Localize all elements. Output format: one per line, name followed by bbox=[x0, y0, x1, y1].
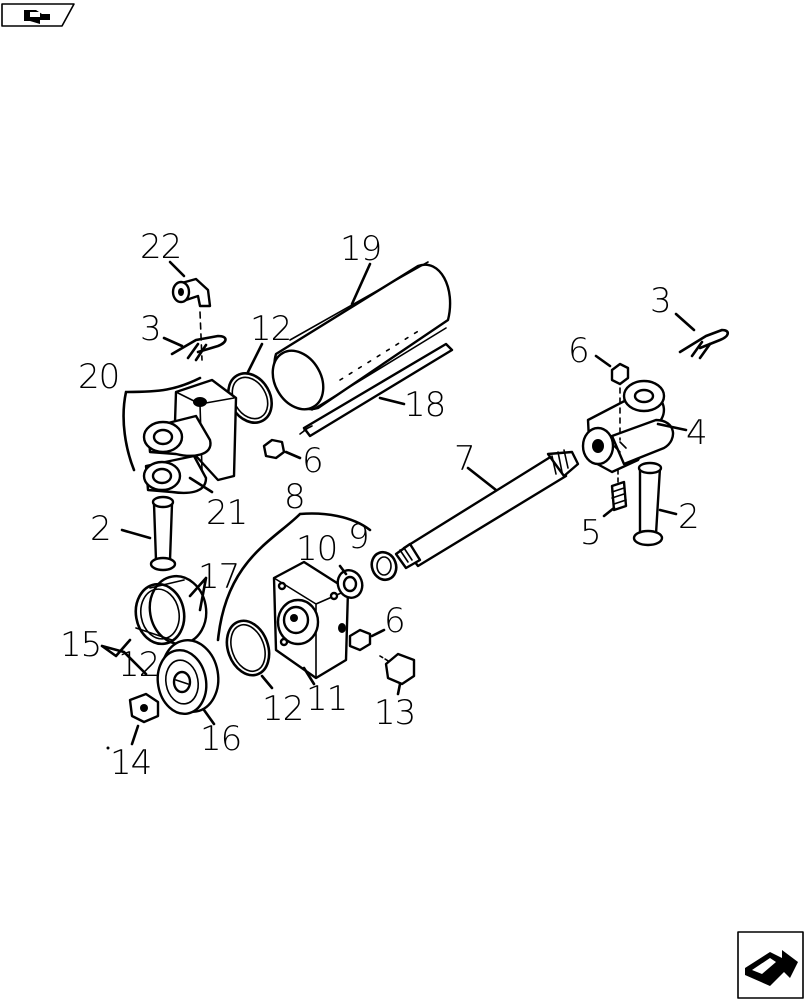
part-11-end-cap bbox=[272, 560, 350, 680]
part-2-pin-right bbox=[632, 461, 664, 547]
leader-7 bbox=[466, 466, 498, 492]
part-5-bolt bbox=[610, 480, 628, 512]
leader-18 bbox=[378, 396, 406, 406]
leader-2-left bbox=[120, 528, 152, 540]
leader-17 bbox=[188, 576, 208, 612]
callout-3-left: 3 bbox=[140, 309, 161, 349]
bracket-15 bbox=[100, 638, 148, 676]
callout-10: 10 bbox=[296, 529, 337, 569]
callout-6-mid: 6 bbox=[384, 601, 405, 641]
leader-11 bbox=[302, 666, 316, 686]
callout-17: 17 bbox=[198, 557, 239, 597]
callout-labels: 22 19 3 12 20 18 6 21 2 17 15 12 14 16 8… bbox=[60, 227, 708, 783]
part-3-hairpin-left bbox=[170, 334, 227, 362]
callout-2-left: 2 bbox=[90, 509, 111, 549]
part-3-hairpin-right bbox=[678, 328, 730, 360]
leader-2-right bbox=[658, 508, 678, 516]
leader-6-mid bbox=[370, 628, 386, 638]
callout-21: 21 bbox=[206, 493, 247, 533]
leader-4 bbox=[656, 422, 688, 432]
callout-12-top: 12 bbox=[250, 309, 291, 349]
callout-19: 19 bbox=[340, 229, 381, 269]
part-21-head-block bbox=[142, 378, 238, 495]
callout-7: 7 bbox=[454, 439, 475, 479]
leader-21 bbox=[188, 476, 214, 494]
bracket-20 bbox=[122, 376, 202, 472]
callout-18: 18 bbox=[404, 385, 445, 425]
leader-12-top bbox=[246, 342, 264, 374]
part-2-pin-left bbox=[149, 495, 177, 572]
part-18-tie-rod bbox=[299, 342, 454, 438]
leader-5 bbox=[602, 506, 616, 518]
leader-19 bbox=[350, 262, 372, 306]
previous-page-icon[interactable] bbox=[1, 3, 75, 27]
callout-5: 5 bbox=[580, 513, 601, 553]
leader-10 bbox=[338, 564, 348, 576]
callout-8: 8 bbox=[284, 477, 305, 517]
part-9-wiper bbox=[370, 550, 398, 582]
leader-3-right bbox=[674, 312, 696, 332]
part-12-oring-bottom bbox=[225, 619, 271, 677]
next-page-icon[interactable] bbox=[737, 931, 804, 999]
part-13-fitting bbox=[379, 652, 416, 686]
callout-16: 16 bbox=[200, 719, 241, 759]
part-6-nut-right bbox=[610, 362, 630, 386]
leader-6-top bbox=[284, 450, 302, 460]
bracket-8 bbox=[216, 512, 372, 642]
part-10-seal bbox=[336, 569, 364, 599]
leader-14 bbox=[130, 724, 140, 746]
leader-22 bbox=[168, 260, 186, 278]
leader-13 bbox=[396, 682, 402, 696]
callout-20: 20 bbox=[78, 357, 119, 397]
callout-3-right: 3 bbox=[650, 281, 671, 321]
callout-6-top: 6 bbox=[302, 441, 323, 481]
callout-9: 9 bbox=[348, 517, 369, 557]
callout-11: 11 bbox=[306, 679, 347, 719]
part-6-nut-top bbox=[262, 438, 286, 460]
part-7-piston-rod bbox=[394, 449, 580, 570]
callout-6-right: 6 bbox=[568, 331, 589, 371]
part-16-piston bbox=[156, 639, 220, 715]
part-19-cylinder-tube bbox=[271, 261, 452, 411]
part-14-nut bbox=[128, 692, 160, 724]
leader-16 bbox=[202, 708, 216, 726]
leader-3-left bbox=[162, 336, 184, 348]
callout-12-bottom: 12 bbox=[262, 689, 303, 729]
callout-13: 13 bbox=[374, 693, 415, 733]
callout-15: 15 bbox=[60, 625, 101, 665]
leader-6-right bbox=[594, 354, 612, 368]
part-22-elbow-fitting bbox=[171, 277, 212, 308]
callout-2-right: 2 bbox=[678, 497, 699, 537]
part-6-nut-mid bbox=[348, 628, 372, 652]
part-4-rod-clevis bbox=[581, 379, 675, 474]
callout-4: 4 bbox=[686, 413, 707, 453]
leader-12-bottom bbox=[260, 674, 274, 690]
callout-22: 22 bbox=[140, 227, 181, 267]
callout-12-left: 12 bbox=[118, 645, 159, 685]
callout-14: 14 bbox=[110, 743, 151, 783]
